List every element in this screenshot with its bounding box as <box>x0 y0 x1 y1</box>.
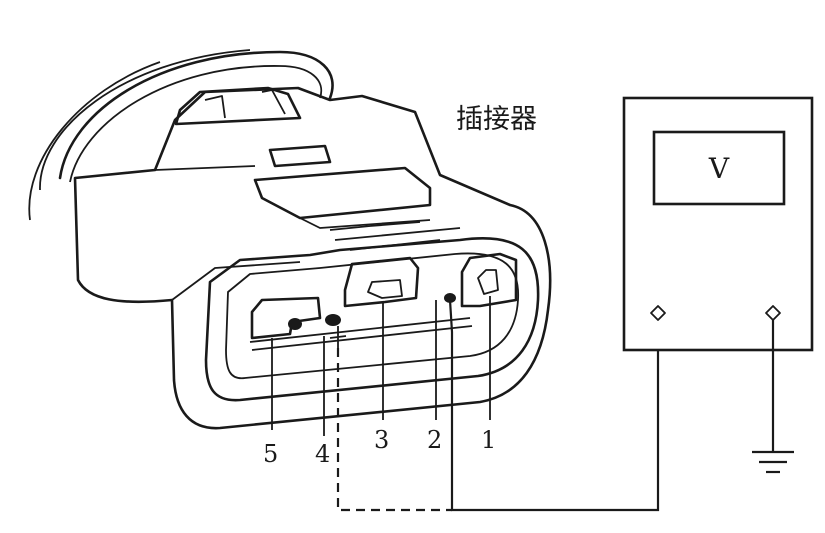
connector-front-face <box>204 237 540 402</box>
connector-latch <box>174 86 302 126</box>
pin-1-cavity <box>460 252 518 308</box>
connector-rear-flange-rim <box>28 61 161 221</box>
connector-label: 插接器 <box>456 104 537 135</box>
voltmeter-positive-terminal <box>650 305 666 321</box>
connector-rear-flange-ring <box>39 49 251 191</box>
connector-top-plate <box>253 166 432 220</box>
connector-front-inner <box>225 252 520 380</box>
connector-inner-slots <box>329 221 461 251</box>
connector-latch-notch <box>204 89 286 119</box>
pin-label-1: 1 <box>481 426 496 454</box>
connector-top-slot <box>268 144 332 168</box>
connector-housing-outline <box>73 86 552 430</box>
pin-4-probe-mark <box>329 326 347 348</box>
pin-1-terminal <box>477 269 499 295</box>
voltmeter-display <box>652 130 786 206</box>
connector-rear-flange-outer <box>58 50 334 180</box>
pin-4-contact <box>325 314 341 326</box>
pin-5-cavity <box>250 296 322 340</box>
connector-rear-flange-inner <box>69 65 323 183</box>
pin-label-5: 5 <box>263 440 278 468</box>
pin-label-4: 4 <box>315 440 330 468</box>
voltmeter: V <box>622 96 814 352</box>
pin-5-contact <box>288 318 302 330</box>
voltmeter-display-symbol: V <box>708 152 730 185</box>
pin-2-contact <box>444 293 456 303</box>
pin-3-terminal <box>367 279 403 299</box>
pin-3-cavity <box>343 256 420 308</box>
connector-front-edge <box>171 261 301 301</box>
connector-drawing <box>28 49 552 436</box>
ground-symbol <box>752 320 794 474</box>
pin-label-3: 3 <box>374 426 389 454</box>
pin-4-probe-wire-dashed <box>336 348 452 512</box>
pin-label-2: 2 <box>427 426 442 454</box>
connector-top-ridge <box>154 165 431 229</box>
connector-side-face <box>74 177 79 281</box>
